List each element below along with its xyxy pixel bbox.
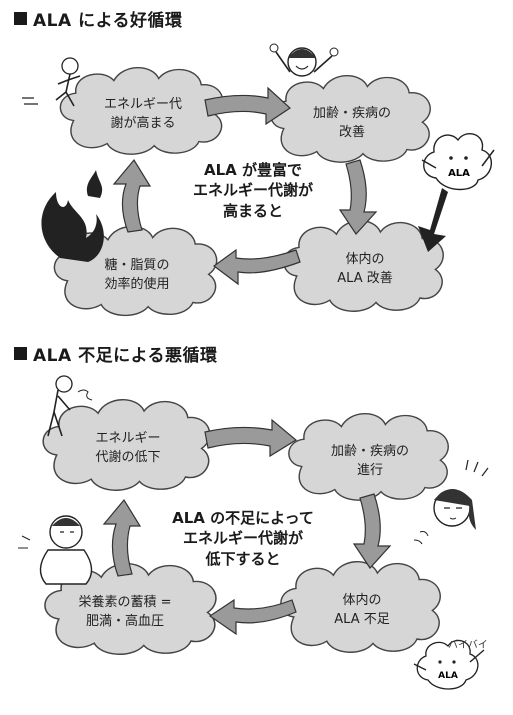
good-cycle-title: ALA による好循環: [33, 11, 183, 31]
arrow-down-right: [338, 159, 378, 235]
bye-text: バイバイ: [448, 640, 488, 651]
square-bullet-icon: [14, 347, 27, 360]
ala-mascot-leaving-icon: ALA: [413, 639, 485, 690]
square-bullet-icon: [14, 12, 27, 25]
svg-text:ALA: ALA: [438, 671, 458, 681]
bad-cycle-title: ALA 不足による悪循環: [33, 346, 218, 366]
node-energy-down-label: エネルギー 代謝の低下: [95, 431, 161, 465]
section-title-good-cycle: ALA による好循環: [14, 6, 183, 31]
sick-person-icon: [413, 459, 489, 545]
node-ala-improve-label: 体内の ALA 改善: [337, 252, 393, 286]
flame-icon: [41, 170, 104, 262]
node-aging-progress-label: 加齢・疾病の 進行: [330, 444, 409, 478]
arrow-right-top-2: [204, 418, 298, 458]
overweight-person-icon: [18, 515, 93, 585]
arrow-left-bottom-2: [208, 598, 297, 636]
section-title-bad-cycle: ALA 不足による悪循環: [14, 341, 218, 366]
node-energy-up-label: エネルギー代 謝が高まる: [103, 97, 182, 131]
arrow-up-left: [112, 158, 152, 233]
arrow-down-right-2: [352, 493, 392, 569]
good-cycle-center-text: ALA が豊富で エネルギー代謝が 高まると: [192, 161, 313, 220]
bad-cycle-center-text: ALA の不足によって エネルギー代謝が 低下すると: [172, 509, 314, 568]
running-person-icon: [22, 57, 81, 107]
arrow-up-left-2: [102, 498, 142, 577]
node-aging-improve-label: 加齢・疾病の 改善: [312, 106, 391, 140]
svg-text:ALA: ALA: [448, 168, 470, 179]
node-sugar-fat-label: 糖・脂質の 効率的使用: [104, 258, 170, 292]
node-nutrient-label: 栄養素の蓄積 = 肥満・高血圧: [78, 595, 172, 629]
ala-mascot-icon: ALA: [418, 132, 495, 252]
node-ala-shortage-label: 体内の ALA 不足: [334, 593, 390, 627]
arrow-left-bottom: [212, 248, 301, 286]
happy-person-icon: [269, 43, 339, 77]
tired-person-icon: [47, 375, 93, 437]
arrow-right-top: [204, 86, 291, 126]
